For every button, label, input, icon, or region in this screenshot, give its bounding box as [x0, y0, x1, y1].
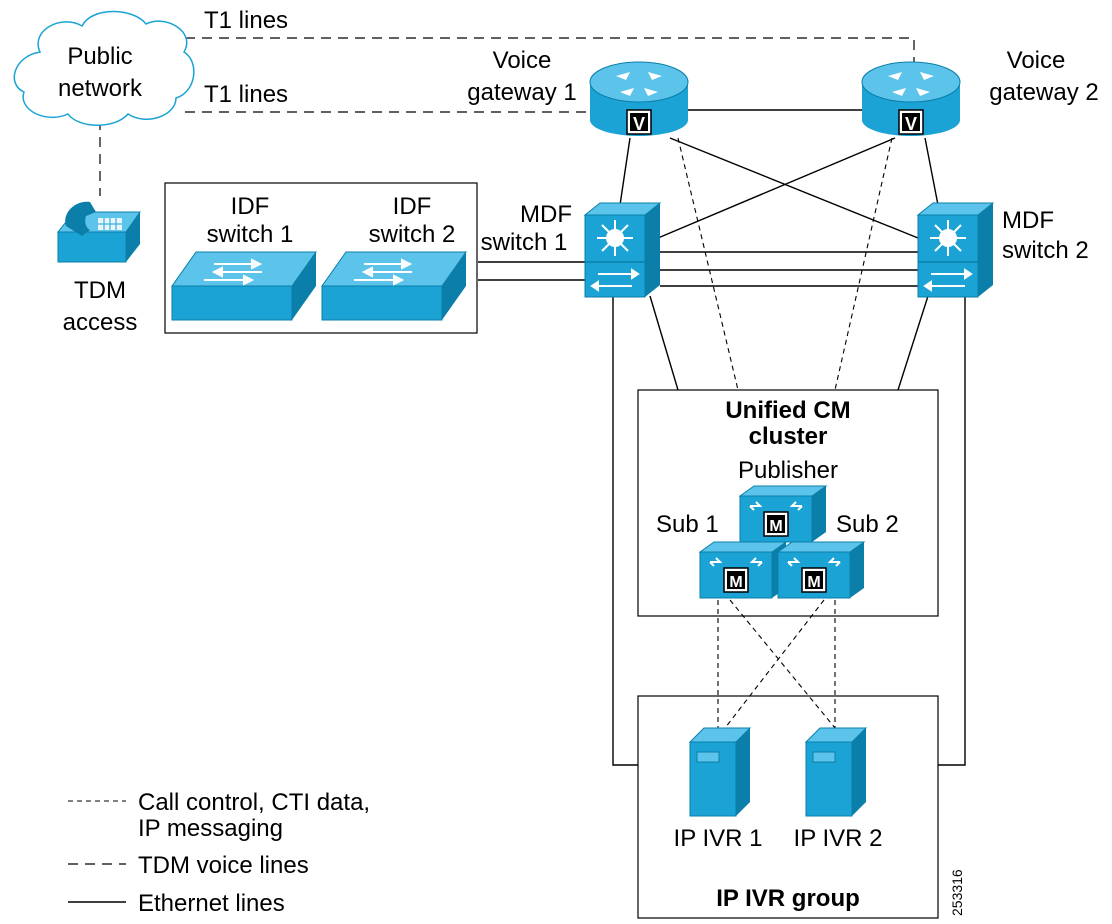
t1-line-top [185, 37, 915, 62]
sub-1-server-icon: M [698, 541, 788, 599]
public-network-label: Public [67, 43, 132, 70]
cloud-icon [13, 10, 195, 126]
legend-call-control-label-2: IP messaging [138, 815, 283, 842]
connections [99, 37, 966, 766]
ivr-1-label: IP IVR 1 [674, 825, 763, 852]
idf-switch-1-icon [171, 251, 317, 321]
idf-switch-2-icon [321, 251, 467, 321]
tdm-access-label: TDM [74, 277, 126, 304]
cc-gw2-cluster [834, 137, 893, 391]
sub-2-badge: M [807, 574, 820, 591]
idf-switch-2-label-2: switch 2 [369, 221, 456, 248]
t1-lines-label-mid: T1 lines [204, 81, 288, 108]
eth-gw1-mdf2 [669, 137, 919, 239]
legend: Call control, CTI data, IP messaging TDM… [68, 789, 370, 917]
cluster-title-2: cluster [749, 423, 828, 450]
ivr-2-server-icon [804, 727, 868, 817]
public-network-label-2: network [58, 75, 143, 102]
idf-switch-2-label: IDF [393, 193, 432, 220]
cluster-box [637, 389, 939, 617]
mdf-switch-2-label-2: switch 2 [1002, 237, 1089, 264]
voice-gateway-2-label-2: gateway 2 [989, 79, 1098, 106]
t1-lines-label-top: T1 lines [204, 7, 288, 34]
cluster-title: Unified CM [725, 397, 850, 424]
sub-1-label: Sub 1 [656, 511, 719, 538]
idf-box [164, 182, 478, 334]
mdf-switch-1-icon [583, 202, 662, 298]
publisher-label: Publisher [738, 457, 838, 484]
mdf-switch-1-label-2: switch 1 [481, 229, 568, 256]
voice-gateway-1-icon: V [589, 61, 689, 136]
eth-mdf2-cluster [897, 295, 929, 391]
voice-gateway-1-label-2: gateway 1 [467, 79, 576, 106]
tdm-access-label-2: access [63, 309, 138, 336]
cc-gw1-cluster [677, 137, 739, 391]
eth-mdf1-ivr [612, 296, 638, 766]
idf-switch-1-label-2: switch 1 [207, 221, 294, 248]
gateway-2-badge: V [905, 114, 917, 134]
mdf-switch-2-label: MDF [1002, 207, 1054, 234]
idf-switch-1-label: IDF [231, 193, 270, 220]
public-network-cloud: Public network [13, 10, 195, 126]
eth-mdf1-cluster [649, 295, 679, 391]
eth-gw2-mdf1 [657, 137, 896, 239]
ivr-group-box [637, 695, 939, 919]
legend-call-control-label: Call control, CTI data, [138, 789, 370, 816]
cc-sub1-ivr2 [729, 599, 836, 729]
tdm-phone-icon [56, 201, 141, 263]
ivr-group-title: IP IVR group [716, 885, 860, 912]
sub-2-server-icon: M [776, 541, 866, 599]
publisher-server-icon: M [738, 485, 828, 543]
eth-gw2-mdf2 [924, 137, 939, 206]
voice-gateway-2-icon: V [861, 61, 961, 136]
voice-gateway-2-label: Voice [1007, 47, 1066, 74]
ivr-1-server-icon [688, 727, 752, 817]
sub-1-badge: M [729, 574, 742, 591]
mdf-switch-1-label: MDF [520, 201, 572, 228]
legend-ethernet-label: Ethernet lines [138, 890, 285, 917]
gateway-1-badge: V [633, 114, 645, 134]
legend-tdm-label: TDM voice lines [138, 852, 309, 879]
publisher-badge: M [769, 518, 782, 535]
figure-id: 253316 [949, 869, 965, 916]
sub-2-label: Sub 2 [836, 511, 899, 538]
cc-sub2-ivr1 [724, 599, 825, 729]
voice-gateway-1-label: Voice [493, 47, 552, 74]
ivr-2-label: IP IVR 2 [794, 825, 883, 852]
eth-mdf2-ivr [938, 296, 966, 766]
mdf-switch-2-icon [916, 202, 995, 298]
eth-gw1-mdf1 [619, 137, 631, 206]
